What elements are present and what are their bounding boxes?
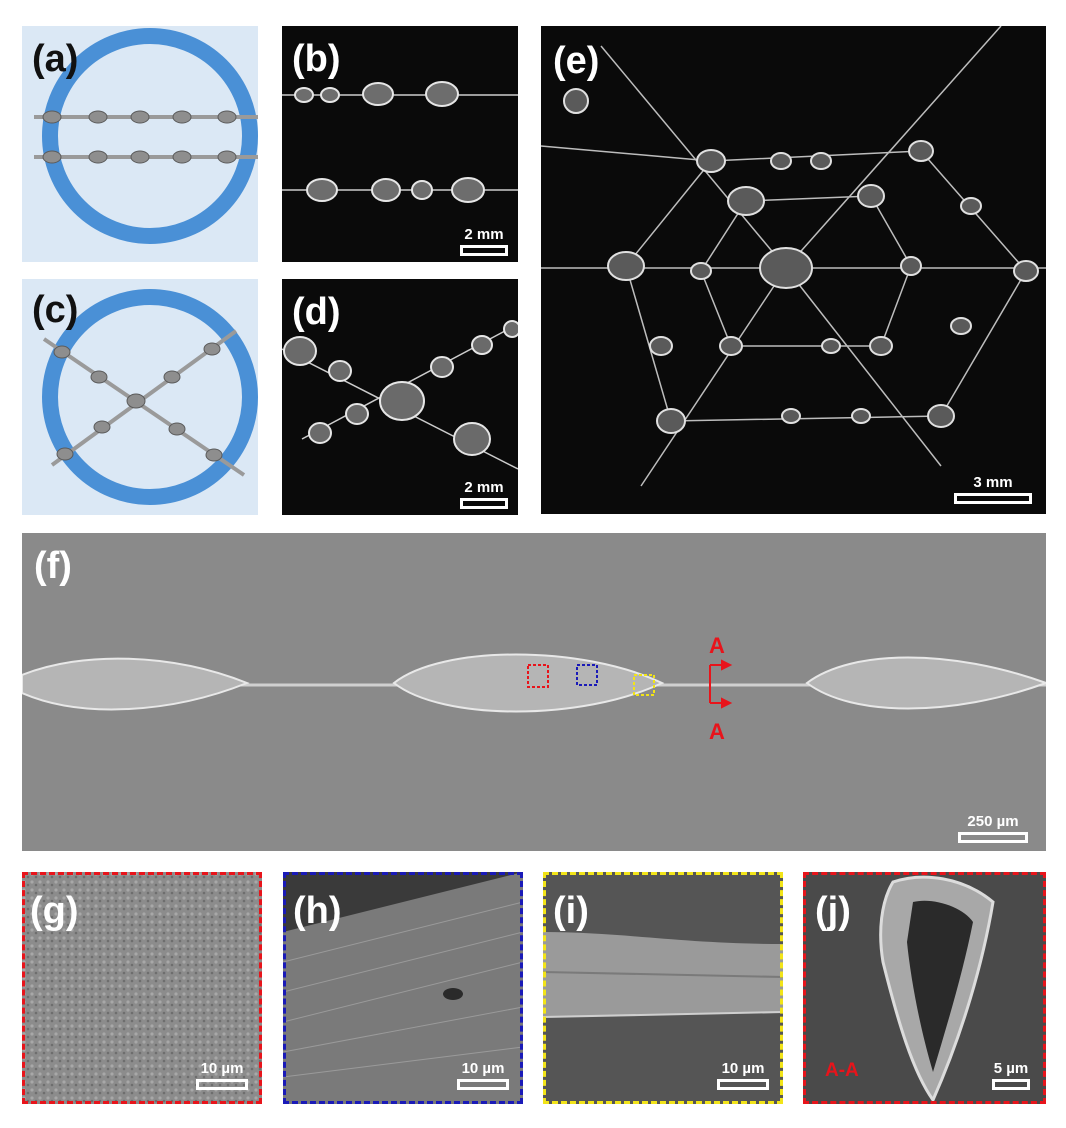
scale-label: 2 mm	[464, 479, 504, 496]
panel-g: (g) 10 µm	[22, 872, 262, 1104]
panel-label: (c)	[32, 289, 79, 331]
panel-b: (b) 2 mm	[282, 26, 518, 262]
panel-label: (a)	[32, 38, 79, 80]
droplet-photo-web	[541, 26, 1046, 487]
scale-label: 5 µm	[993, 1060, 1029, 1077]
scale-label: 250 µm	[967, 813, 1019, 830]
sem-closeup-rough	[22, 872, 262, 1104]
scale-bar: 2 mm	[460, 479, 508, 509]
panel-label: (i)	[553, 890, 589, 932]
scale-bar: 10 µm	[196, 1060, 248, 1090]
panel-label: (g)	[30, 890, 79, 932]
scale-line	[457, 1079, 509, 1090]
scale-bar: 3 mm	[954, 474, 1032, 504]
scale-line	[196, 1079, 248, 1090]
panel-f: (f) A A 250 µm	[22, 533, 1046, 851]
panel-label: (j)	[815, 890, 851, 932]
scale-line	[958, 832, 1028, 843]
droplet-photo-parallel	[282, 81, 518, 203]
panel-e: (e) 3 mm	[541, 26, 1046, 514]
sem-cross-section	[803, 872, 1046, 1104]
section-label: A-A	[825, 1060, 859, 1081]
scale-line	[717, 1079, 769, 1090]
scale-bar: 250 µm	[958, 813, 1028, 843]
scale-line	[460, 498, 508, 509]
panel-h: (h) 10 µm	[283, 872, 523, 1104]
panel-label: (e)	[553, 40, 600, 82]
scale-label: 10 µm	[461, 1060, 505, 1077]
schematic-crossed-fibers	[42, 289, 258, 505]
sem-spindle-knots	[22, 533, 1046, 851]
scale-label: 10 µm	[721, 1060, 765, 1077]
scale-label: 2 mm	[464, 226, 504, 243]
scale-line	[460, 245, 508, 256]
sem-closeup-fiber	[543, 872, 783, 1104]
section-marker-bottom: A	[709, 719, 725, 744]
panel-j: (j) A-A 5 µm	[803, 872, 1046, 1104]
scale-bar: 2 mm	[460, 226, 508, 256]
droplet-photo-crossed	[282, 320, 518, 470]
scale-bar: 10 µm	[457, 1060, 509, 1090]
panel-d: (d) 2 mm	[282, 279, 518, 515]
scale-bar: 10 µm	[717, 1060, 769, 1090]
panel-i: (i) 10 µm	[543, 872, 783, 1104]
sem-closeup-smooth	[283, 872, 523, 1104]
scale-line	[992, 1079, 1030, 1090]
panel-label: (f)	[34, 545, 72, 587]
scale-bar: 5 µm	[992, 1060, 1030, 1090]
section-marker-top: A	[709, 633, 725, 658]
schematic-parallel-fibers	[34, 28, 258, 244]
panel-label: (h)	[293, 890, 342, 932]
scale-line	[954, 493, 1032, 504]
panel-c: (c)	[22, 279, 258, 515]
panel-label: (b)	[292, 38, 341, 80]
panel-label: (d)	[292, 291, 341, 333]
scale-label: 10 µm	[200, 1060, 244, 1077]
scale-label: 3 mm	[973, 474, 1013, 491]
panel-a: (a)	[22, 26, 258, 262]
